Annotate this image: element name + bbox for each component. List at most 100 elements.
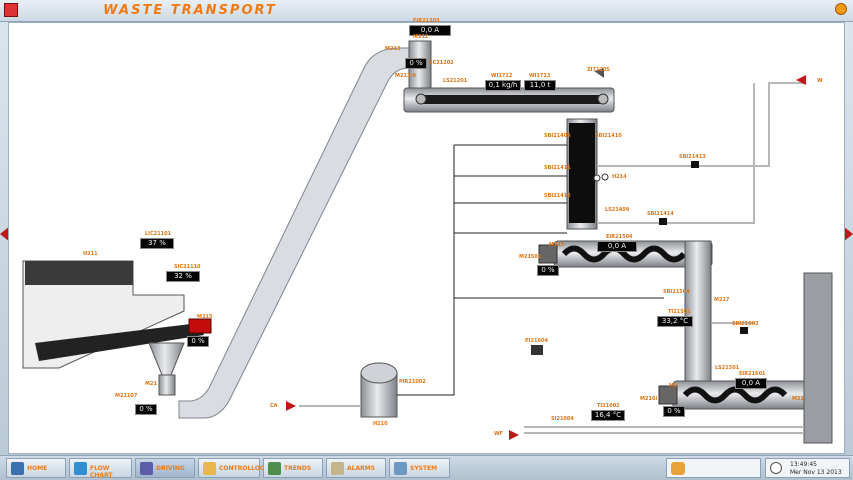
process-diagram: FIR21203 0,0 A M213 M212 SC21202 0 % M21… <box>8 18 845 454</box>
tag-m21: M21 <box>145 381 157 387</box>
next-page-arrow-icon[interactable] <box>843 226 853 242</box>
alarms-button[interactable]: ALARMS <box>326 458 386 478</box>
clock-panel: 13:49:45 Mer Nov 13 2013 <box>765 458 850 478</box>
tag-ls21501: LS21501 <box>715 365 740 371</box>
tag-sbi21504: SBI21504 <box>663 289 690 295</box>
system-button[interactable]: SYSTEM <box>389 458 450 478</box>
tag-sbi21413: SBI21413 <box>679 154 706 160</box>
tag-m212: M212 <box>413 34 429 40</box>
control-lines <box>397 144 664 396</box>
controlloops-button[interactable]: CONTROLLOOPS <box>198 458 274 478</box>
tag-sbi21412: SBI21412 <box>544 193 571 199</box>
value-m216: 0 % <box>663 406 685 417</box>
value-ti21501: 33,2 °C <box>657 316 693 327</box>
tag-wi1713: WI1713 <box>529 73 551 79</box>
tag-sbi21414: SBI21414 <box>647 211 674 217</box>
previous-page-arrow-icon[interactable] <box>0 226 10 242</box>
status-light-icon[interactable] <box>835 3 847 15</box>
driving-label: DRIVING <box>156 465 185 472</box>
tag-m215: M215 <box>549 242 565 248</box>
motor-m215[interactable] <box>188 318 212 334</box>
tag-pir21002: PIR21002 <box>399 379 426 385</box>
tag-m2: M2 <box>669 383 678 389</box>
flowchart-label: FLOW CHART <box>90 465 113 479</box>
tag-zi71205: ZI71205 <box>587 67 610 73</box>
alarms-label: ALARMS <box>347 465 376 472</box>
user-panel[interactable] <box>666 458 761 478</box>
controlloops-label: CONTROLLOOPS <box>219 465 274 472</box>
navigation-bar: HOME FLOW CHART DRIVING CONTROLLOOPS TRE… <box>0 455 853 480</box>
value-m21501: 0 % <box>537 265 559 276</box>
controlloops-icon <box>203 462 216 475</box>
home-button[interactable]: HOME <box>6 458 66 478</box>
hopper-screw[interactable] <box>35 323 204 361</box>
tag-m213: M213 <box>385 46 401 52</box>
tag-h210: H210 <box>373 421 388 427</box>
tag-ls21409: LS21409 <box>605 207 630 213</box>
value-m21107: 0 % <box>135 404 157 415</box>
trends-icon <box>268 462 281 475</box>
tag-m2130: M213-0 <box>395 73 416 79</box>
value-eir21601: 0,0 A <box>735 378 767 389</box>
tag-m216i: M216I <box>640 396 658 402</box>
tag-ti21002: TI21002 <box>597 403 620 409</box>
tag-sbi21502: SBI21502 <box>732 321 759 327</box>
tag-wi1712: WI1712 <box>491 73 513 79</box>
clock-date: Mer Nov 13 2013 <box>790 469 842 476</box>
tag-sbi21411: SBI21411 <box>544 165 571 171</box>
value-sic21110: 32 % <box>166 271 200 282</box>
furnace-wall <box>803 272 833 444</box>
trends-button[interactable]: TRENDS <box>263 458 323 478</box>
trends-label: TRENDS <box>284 465 312 472</box>
system-icon <box>394 462 407 475</box>
tag-sc21202: SC21202 <box>429 60 454 66</box>
value-fir21203: 0,0 A <box>409 25 451 36</box>
value-sc21202: 0 % <box>405 58 427 69</box>
inclined-conveyor <box>178 47 413 419</box>
alarms-icon <box>331 462 344 475</box>
system-label: SYSTEM <box>410 465 438 472</box>
tag-sbi21410: SBI21410 <box>595 133 622 139</box>
driving-button[interactable]: DRIVING <box>135 458 195 478</box>
tag-w: W <box>817 78 823 84</box>
tag-fir21203: FIR21203 <box>413 18 440 24</box>
tag-lic21101: LIC21101 <box>145 231 172 237</box>
tag-sbi21405: SBI21405 <box>544 133 571 139</box>
tag-sic21110: SIC21110 <box>174 264 201 270</box>
tag-eir21601: EIR21601 <box>739 371 766 377</box>
value-ti21002: 16,4 °C <box>591 410 625 421</box>
flowchart-icon <box>74 462 87 475</box>
clock-time: 13:49:45 <box>790 461 817 468</box>
value-wi1712: 0,1 kg/h <box>485 80 521 91</box>
tag-eir21504: EIR21504 <box>606 234 633 240</box>
tag-ca: CA <box>270 403 278 409</box>
air-lines <box>299 82 806 434</box>
tag-m215-hopper: M215 <box>197 314 213 320</box>
menu-icon[interactable] <box>4 3 18 17</box>
value-lic21101: 37 % <box>140 238 174 249</box>
tag-ls21201: LS21201 <box>443 78 468 84</box>
page-title: WASTE TRANSPORT <box>103 3 277 18</box>
tag-m21501: M21501 <box>519 254 542 260</box>
value-wi1713: 11,0 t <box>524 80 556 91</box>
home-label: HOME <box>27 465 48 472</box>
tag-m217: M217 <box>714 297 730 303</box>
tag-m21-furnace: M21 <box>792 396 804 402</box>
tag-m21107: M21107 <box>115 393 138 399</box>
value-m215: 0 % <box>187 336 209 347</box>
tag-ti21501: TI21501 <box>668 309 691 315</box>
tag-h214: H214 <box>612 174 627 180</box>
users-icon <box>671 462 685 475</box>
tag-si21004: SI21004 <box>551 416 574 422</box>
title-bar: WASTE TRANSPORT <box>0 0 853 22</box>
clock-icon <box>770 462 782 474</box>
tag-wf: WF <box>494 431 503 437</box>
tag-h211: H211 <box>83 251 98 257</box>
home-icon <box>11 462 24 475</box>
process-graphics <box>22 40 833 444</box>
driving-icon <box>140 462 153 475</box>
flowchart-button[interactable]: FLOW CHART <box>69 458 132 479</box>
value-eir21504: 0,0 A <box>597 241 637 252</box>
tag-pi21604: PI21604 <box>525 338 548 344</box>
